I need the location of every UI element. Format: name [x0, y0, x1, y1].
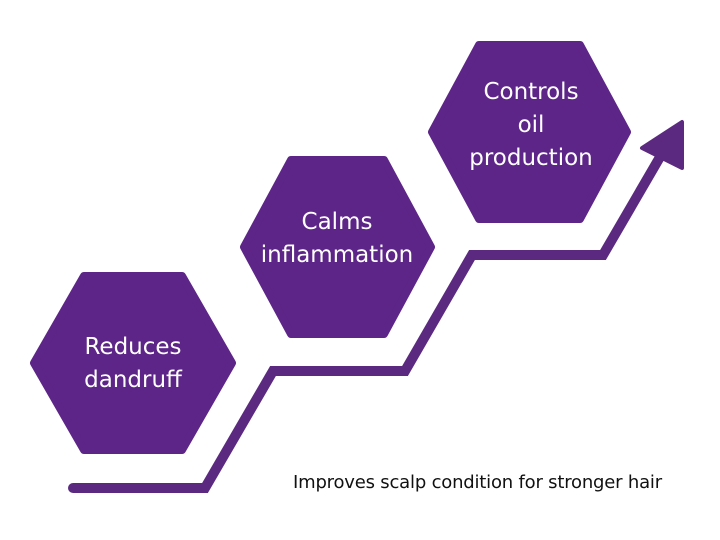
hexagon-step-2: [240, 156, 435, 338]
step-2-label: Calms inflammation: [238, 206, 436, 272]
diagram-caption: Improves scalp condition for stronger ha…: [293, 472, 662, 493]
growth-path-line: [68, 152, 665, 493]
step-2-line-1: Calms: [301, 209, 373, 235]
step-2-line-2: inflammation: [260, 242, 414, 268]
step-1-line-1: Reduces: [84, 334, 182, 360]
step-1-line-2: dandruff: [84, 367, 182, 393]
hexagon-step-1: [30, 272, 236, 454]
step-3-line-1: Controls: [483, 79, 579, 105]
step-3-line-3: production: [469, 145, 593, 171]
step-3-label: Controls oil production: [432, 76, 630, 175]
arrow-up-right-icon: [640, 120, 684, 170]
step-3-line-2: oil: [517, 112, 545, 138]
hexagon-step-3: [428, 41, 631, 223]
step-1-label: Reduces dandruff: [34, 331, 232, 397]
